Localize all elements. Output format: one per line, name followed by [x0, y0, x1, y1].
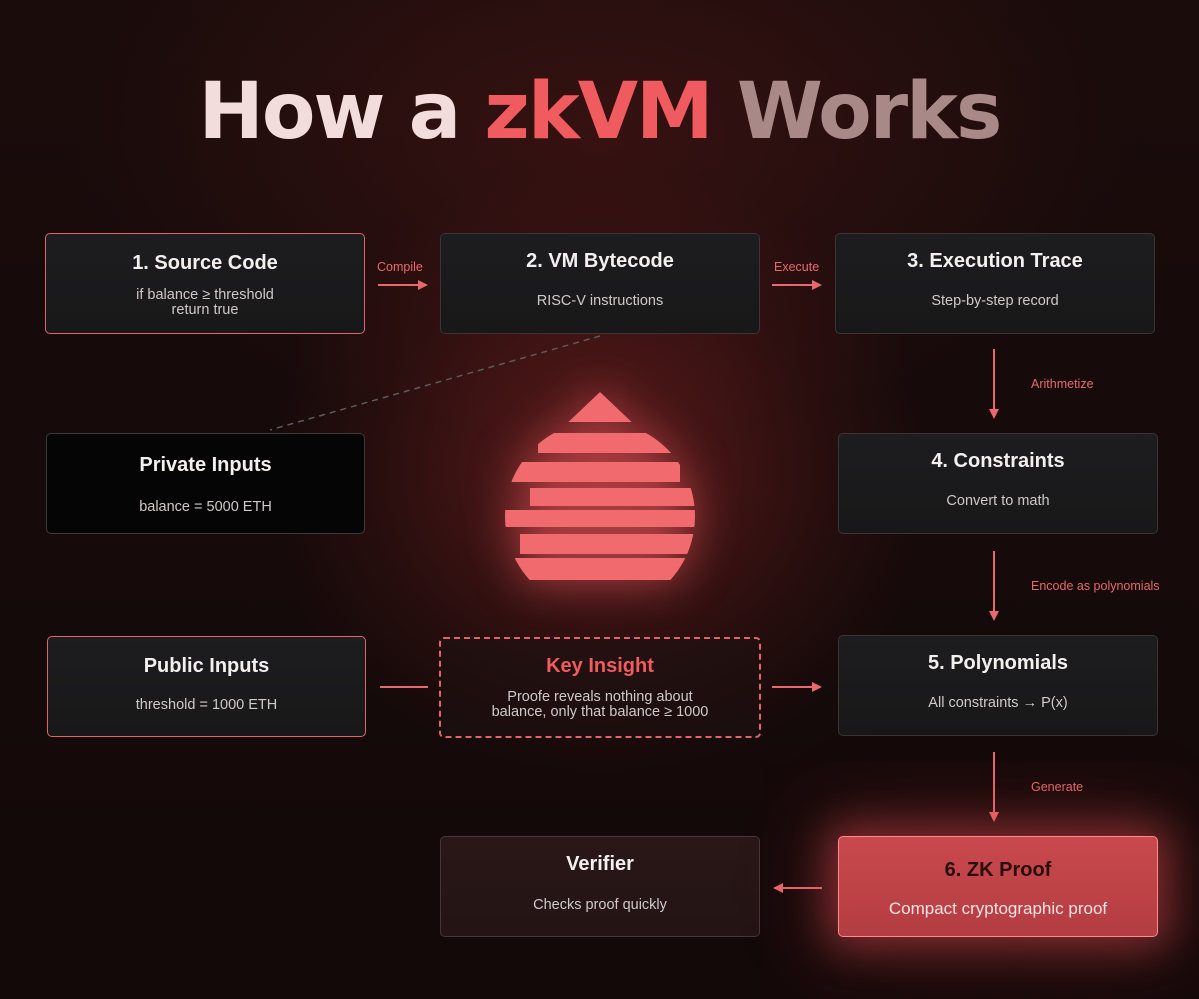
polynomials-box: 5. Polynomials All constraints → P(x): [838, 635, 1158, 736]
encode-arrow-icon: [989, 551, 999, 621]
execution-trace-desc: Step-by-step record: [931, 293, 1059, 309]
constraints-heading: 4. Constraints: [931, 450, 1065, 472]
title-part-1: How a: [198, 67, 485, 157]
private-inputs-box: Private Inputs balance = 5000 ETH: [46, 433, 365, 534]
compile-label: Compile: [377, 260, 423, 274]
constraints-box: 4. Constraints Convert to math: [838, 433, 1158, 534]
title-part-2: zkVM: [484, 67, 713, 157]
verifier-heading: Verifier: [566, 853, 634, 875]
source-code-line-2: return true: [171, 302, 239, 318]
execution-trace-box: 3. Execution Trace Step-by-step record: [835, 233, 1155, 334]
zk-proof-box: 6. ZK Proof Compact cryptographic proof: [838, 836, 1158, 937]
source-code-line-1: if balance ≥ threshold: [136, 287, 274, 303]
key-insight-line-1: Proofe reveals nothing about: [507, 689, 693, 705]
insight-to-polynomials-arrow-icon: [772, 682, 822, 692]
key-insight-line-2: balance, only that balance ≥ 1000: [491, 704, 709, 720]
private-inputs-desc: balance = 5000 ETH: [139, 499, 272, 515]
polynomials-heading: 5. Polynomials: [927, 652, 1069, 674]
zkvm-logo-icon: [505, 392, 696, 580]
vm-bytecode-box: 2. VM Bytecode RISC-V instructions: [440, 233, 760, 334]
page-title: How a zkVM Works: [0, 62, 1199, 162]
key-insight-heading: Key Insight: [546, 655, 654, 677]
compile-arrow-icon: [378, 280, 428, 290]
generate-label: Generate: [1031, 780, 1084, 794]
source-code-box: 1. Source Code if balance ≥ threshold re…: [45, 233, 365, 334]
key-insight-box: Key Insight Proofe reveals nothing about…: [439, 637, 761, 738]
zkproof-to-verifier-arrow-icon: [773, 883, 822, 893]
public-inputs-box: Public Inputs threshold = 1000 ETH: [47, 636, 366, 737]
verifier-box: Verifier Checks proof quickly: [440, 836, 760, 937]
vm-bytecode-desc: RISC-V instructions: [536, 293, 664, 309]
encode-label: Encode as polynomials: [1031, 579, 1160, 593]
title-part-3: Works: [711, 67, 1003, 157]
zk-proof-heading: 6. ZK Proof: [944, 859, 1052, 881]
verifier-desc: Checks proof quickly: [533, 897, 667, 913]
source-code-heading: 1. Source Code: [132, 252, 278, 274]
public-to-insight-line: [380, 686, 428, 688]
arithmetize-arrow-icon: [989, 349, 999, 419]
public-inputs-desc: threshold = 1000 ETH: [135, 697, 278, 713]
execute-label: Execute: [774, 260, 820, 274]
vm-bytecode-heading: 2. VM Bytecode: [526, 250, 674, 272]
private-inputs-heading: Private Inputs: [139, 454, 272, 476]
zk-proof-desc: Compact cryptographic proof: [888, 899, 1108, 918]
generate-arrow-icon: [989, 752, 999, 822]
execute-arrow-icon: [772, 280, 822, 290]
public-inputs-heading: Public Inputs: [143, 655, 270, 677]
arithmetize-label: Arithmetize: [1031, 377, 1094, 391]
execution-trace-heading: 3. Execution Trace: [907, 250, 1083, 272]
constraints-desc: Convert to math: [946, 493, 1050, 509]
polynomials-desc: All constraints → P(x): [928, 695, 1068, 711]
